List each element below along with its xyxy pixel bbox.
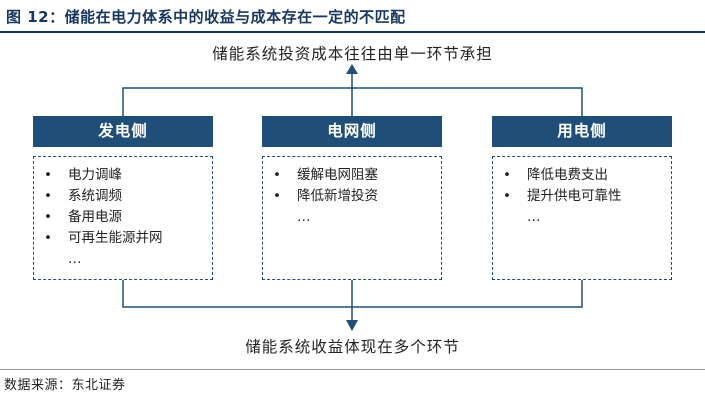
header-grid-side: 电网侧 bbox=[262, 116, 442, 147]
item-label: 降低电费支出 bbox=[527, 167, 608, 183]
bottom-caption: 储能系统收益体现在多个环节 bbox=[245, 338, 460, 356]
ellipsis: … bbox=[527, 209, 541, 225]
source-rule bbox=[0, 369, 705, 370]
bullet-icon: • bbox=[44, 230, 52, 246]
top-caption: 储能系统投资成本往往由单一环节承担 bbox=[212, 45, 493, 63]
bullet-icon: • bbox=[273, 188, 281, 204]
item-label: 可再生能源并网 bbox=[68, 230, 163, 246]
box-consumer-side: • 降低电费支出 • 提升供电可靠性 … bbox=[492, 156, 672, 280]
bullet-icon: • bbox=[503, 167, 511, 183]
top-arrow-head bbox=[346, 64, 358, 74]
bullet-icon: • bbox=[44, 209, 52, 225]
list-item: • 降低新增投资 bbox=[273, 186, 433, 207]
ellipsis: … bbox=[297, 209, 311, 225]
ellipsis: … bbox=[68, 251, 82, 267]
bullet-icon: • bbox=[44, 188, 52, 204]
list-item: • 可再生能源并网 bbox=[44, 228, 204, 249]
bullet-icon: • bbox=[273, 167, 281, 183]
list-item: • 电力调峰 bbox=[44, 165, 204, 186]
bullet-icon: • bbox=[503, 188, 511, 204]
list-item: • 缓解电网阻塞 bbox=[273, 165, 433, 186]
item-label: 系统调频 bbox=[68, 188, 122, 204]
title-rule bbox=[0, 31, 705, 33]
list-item: • 系统调频 bbox=[44, 186, 204, 207]
box-grid-side: • 缓解电网阻塞 • 降低新增投资 … bbox=[262, 156, 442, 280]
bullet-icon: • bbox=[44, 167, 52, 183]
figure-title: 图 12：储能在电力体系中的收益与成本存在一定的不匹配 bbox=[6, 8, 406, 26]
list-item: • 备用电源 bbox=[44, 207, 204, 228]
item-label: 降低新增投资 bbox=[297, 188, 378, 204]
source-note: 数据来源：东北证券 bbox=[4, 378, 126, 393]
list-item: • 降低电费支出 bbox=[503, 165, 663, 186]
item-label: 备用电源 bbox=[68, 209, 122, 225]
box-generation-side: • 电力调峰 • 系统调频 • 备用电源 • 可再生能源并网 … bbox=[33, 156, 213, 280]
item-label: 提升供电可靠性 bbox=[527, 188, 622, 204]
bottom-arrow-head bbox=[346, 320, 358, 331]
list-item: • 提升供电可靠性 bbox=[503, 186, 663, 207]
item-label: 电力调峰 bbox=[68, 167, 122, 183]
header-consumer-side: 用电侧 bbox=[492, 116, 672, 147]
header-generation-side: 发电侧 bbox=[33, 116, 213, 147]
item-label: 缓解电网阻塞 bbox=[297, 167, 378, 183]
